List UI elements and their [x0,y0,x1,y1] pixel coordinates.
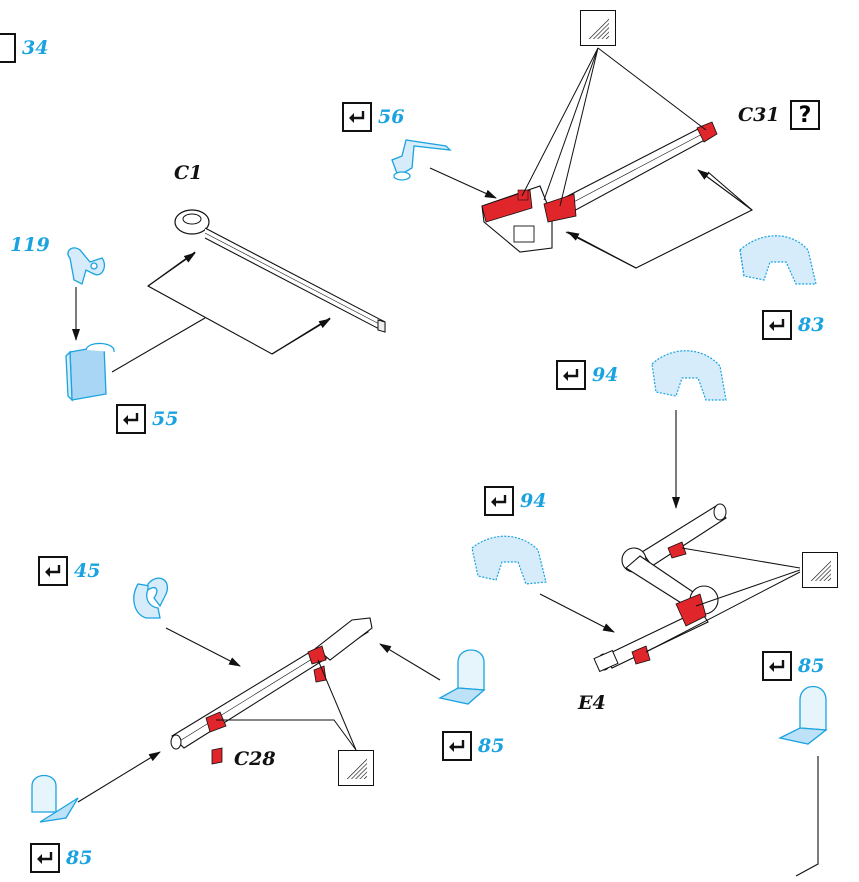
c1-rod-part [174,209,386,333]
c1-leader-from-55 [111,317,206,373]
part-119-clip [67,247,106,285]
part-94-saddle-top [651,350,727,401]
part-label-c1: C1 [174,162,203,184]
callout-94-top: 94 [556,360,618,390]
part-85-bracket-mid [438,649,486,705]
callout-55: 55 [116,404,178,434]
callout-94-left: 94 [484,486,546,516]
c1-arrow-to-head [147,252,196,287]
callout-34: 34 [0,33,48,63]
part-94-saddle-left [471,535,547,585]
part-label-c31: C31 [738,104,780,126]
callout-83: 83 [762,310,824,340]
c28-shaft-part [170,617,373,765]
ref-number-85-right: 85 [798,655,825,677]
grease-texture-icon [802,552,838,588]
e4-crank-part [593,503,727,673]
c31-grease-leader-2 [543,47,599,201]
part-label-e4: E4 [578,692,606,714]
callout-85-mid: 85 [442,731,504,761]
question-icon: ? [790,100,820,130]
ref-number-56: 56 [378,106,405,128]
c31-arm-part [481,121,718,253]
return-arrow-icon [30,843,60,873]
return-arrow-icon [116,404,146,434]
arrow-83-to-c31-arm [697,169,753,211]
callout-119: 119 [10,234,50,256]
grease-texture-icon [338,750,374,786]
ref-number-94-top: 94 [592,364,619,386]
callout-85-right: 85 [762,651,824,681]
ref-number-85-left: 85 [66,847,93,869]
grease-texture-icon [580,10,616,46]
c28-grease-leader-2 [317,659,357,751]
c28-grease-leader-1 [216,719,357,751]
c1-arrow-to-shaft [271,318,331,355]
ref-number-94-left: 94 [520,490,547,512]
return-arrow-icon [556,360,586,390]
part-45-clip [133,577,169,619]
ref-number-119: 119 [10,234,50,256]
part-55-bracket [65,342,115,402]
c31-grease-leader-3 [559,47,599,207]
leader-85-right [795,756,819,877]
arrow-85-to-c28-end [77,751,161,803]
part-83-saddle [739,235,817,285]
callout-45: 45 [38,556,100,586]
e4-grease-leader-3 [645,571,801,653]
return-arrow-icon [0,33,16,63]
part-label-c28: C28 [234,748,276,770]
ref-number-85-mid: 85 [478,735,505,757]
ref-number-45: 45 [74,560,101,582]
return-arrow-icon [342,102,372,132]
return-arrow-icon [38,556,68,586]
return-arrow-icon [762,310,792,340]
part-85-bracket-right [778,685,828,745]
arrow-56-to-c31 [429,167,497,199]
arrow-83-to-c31-base [567,231,637,269]
return-arrow-icon [484,486,514,516]
return-arrow-icon [762,651,792,681]
e4-grease-leader-1 [681,547,801,569]
e4-grease-leader-2 [695,569,801,607]
part-56-clamp [391,139,452,181]
callout-85-left: 85 [30,843,92,873]
return-arrow-icon [442,731,472,761]
callout-56: 56 [342,102,404,132]
c31-grease-leader-4 [597,47,707,131]
arrow-85-to-c28 [379,643,441,681]
arrow-94b-to-e4 [539,593,615,633]
arrow-45-to-c28 [165,627,241,667]
ref-number-55: 55 [152,408,179,430]
c31-grease-leader-1 [521,47,599,197]
ref-number-83: 83 [798,314,825,336]
part-85-bracket-left [31,774,79,823]
ref-number-34: 34 [22,37,49,59]
